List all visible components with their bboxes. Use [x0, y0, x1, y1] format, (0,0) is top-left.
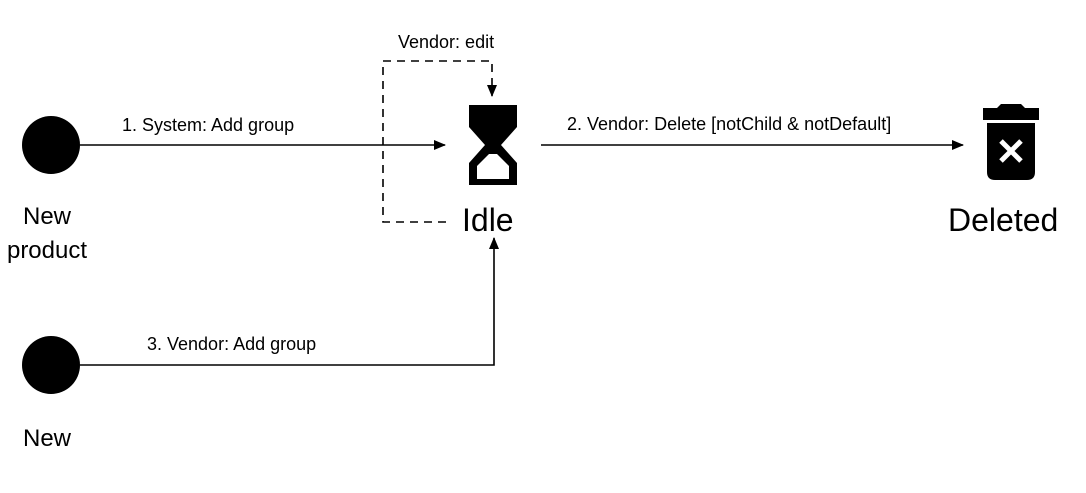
self-loop-label: Vendor: edit [398, 32, 495, 52]
start-node-new-product[interactable] [22, 116, 80, 174]
start-label-line2: product [6, 237, 88, 264]
trash-icon [983, 104, 1039, 180]
transition-self-loop-arrow[interactable] [382, 60, 497, 223]
start-label-line1: New [22, 203, 71, 230]
start-node-new[interactable] [22, 336, 80, 394]
transition-1-label: 1. System: Add group [122, 115, 295, 135]
start-node-new-product-label: New product [0, 200, 94, 268]
hourglass-icon [469, 105, 517, 185]
state-idle-label: Idle [462, 202, 514, 238]
transition-2-label: 2. Vendor: Delete [notChild & notDefault… [567, 114, 892, 134]
transition-3-label: 3. Vendor: Add group [147, 334, 317, 354]
state-deleted-label: Deleted [948, 202, 1059, 238]
transition-3-arrow[interactable] [80, 237, 499, 366]
start-node-new-label: New [22, 425, 71, 452]
